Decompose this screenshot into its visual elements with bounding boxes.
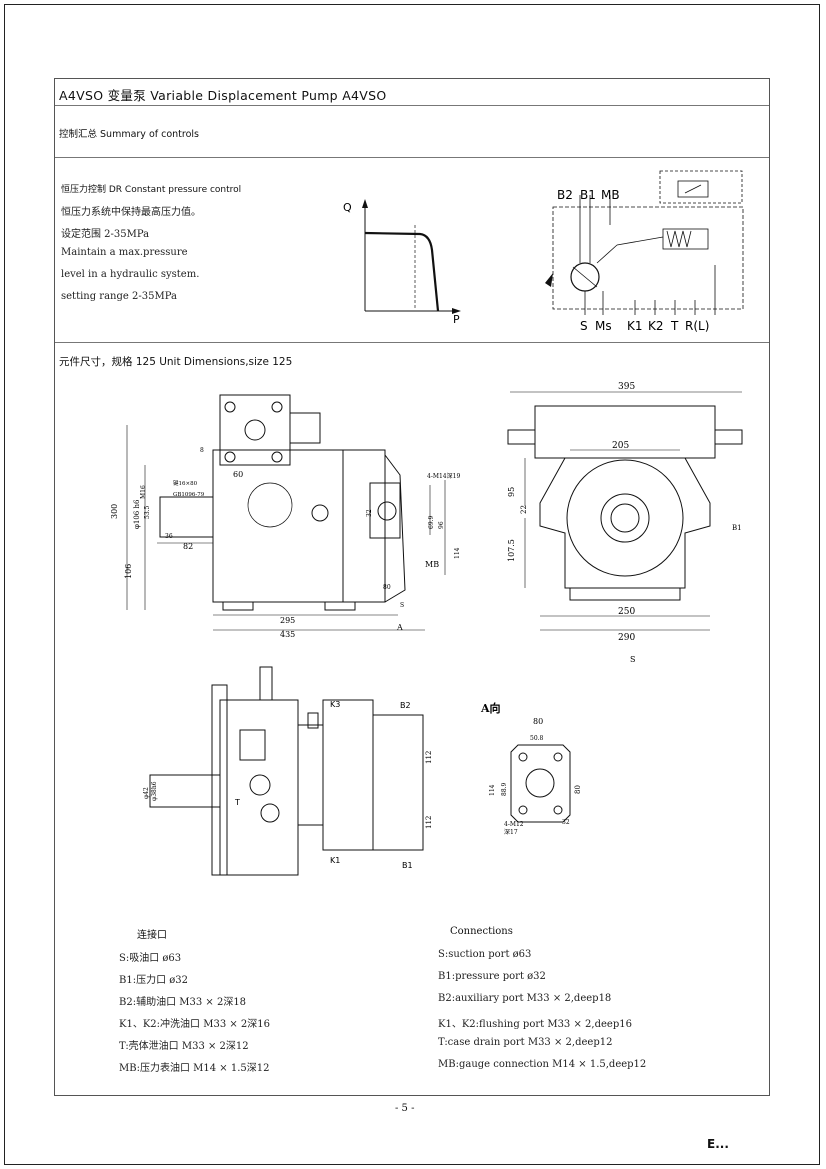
top-view-drawing: K3 B2 φ42 φ38h6 T K1 B1 112 112 [143,666,433,876]
connections-cn-title: 连接口 [137,930,167,941]
dim-label: 300 [110,504,119,519]
graph-y-label: Q [343,201,352,214]
dim-label: 36 [165,533,173,540]
connection-cn-item: MB:压力表油口 M14 × 1.5深12 [119,1063,270,1074]
dim-label: 32 [562,819,570,826]
dim-label: S [630,655,635,664]
section-subtitle: 控制汇总 Summary of controls [59,129,200,140]
connection-cn-item: B1:压力口 ø32 [119,975,189,986]
end-view-drawing: 395 205 95 22 107.5 B1 250 290 S [507,382,743,664]
page-number: - 5 - [395,1103,415,1114]
connection-cn-item: B2:辅助油口 M33 × 2深18 [119,997,247,1008]
dim-label: A [396,623,403,632]
dim-label: 50.8 [530,735,544,742]
dim-label: 112 [425,816,433,829]
dim-label: 96 [438,521,445,529]
dim-label: 88.9 [501,782,508,796]
dim-label: 80 [574,785,582,794]
dim-label: B1 [732,524,742,532]
corner-mark: E... [707,1137,729,1151]
connection-en-item: S:suction port ø63 [438,949,532,960]
dim-label: 22 [520,505,528,514]
dim-label: 4-M12 [504,821,524,828]
dim-label: 深17 [504,828,518,836]
dim-label: 290 [618,633,635,643]
dim-label: φ42 [143,787,150,799]
dimensions-title: 元件尺寸，规格 125 Unit Dimensions,size 125 [59,356,293,368]
schematic-port-label: K2 [648,319,664,333]
connection-en-item: B2:auxiliary port M33 × 2,deep18 [438,993,612,1004]
hydraulic-schematic: B2 B1 MB S Ms K1 K2 T R(L) [545,170,744,333]
dim-label: 395 [618,382,635,392]
dr-desc-line: level in a hydraulic system. [61,269,200,280]
dim-label: 205 [612,441,629,451]
page-border [4,4,820,1165]
graph-x-label: P [453,313,460,325]
dim-label: φ38h6 [151,781,158,801]
connection-en-item: K1、K2:flushing port M33 × 2,deep16 [438,1019,632,1030]
dim-label: 键16×80 [173,479,198,487]
dr-desc-line: setting range 2-35MPa [61,291,177,302]
dim-label: 250 [618,607,635,617]
dim-label: 60 [233,470,243,479]
dim-label: 8 [200,447,204,454]
dim-label: 114 [454,547,461,559]
dim-label: B2 [400,701,411,710]
flange-view-title: A向 [480,701,501,715]
schematic-port-label: K1 [627,319,643,333]
dim-label: K1 [330,856,340,865]
dim-label: 95 [507,487,516,497]
dr-desc-line: 设定范围 2-35MPa [61,229,150,240]
dr-desc-line: 恒压力系统中保持最高压力值。 [61,207,201,218]
connection-en-item: B1:pressure port ø32 [438,971,546,982]
connection-cn-item: T:壳体泄油口 M33 × 2深12 [119,1041,249,1052]
dr-desc-line: Maintain a max.pressure [61,247,188,258]
dim-label: 53.5 [144,505,151,519]
divider [55,157,769,158]
divider [55,342,769,343]
schematic-port-label: MB [601,188,620,202]
dim-label: GB1096-79 [173,492,205,498]
flange-view-drawing: A向 80 50.8 114 88.9 80 4-M12 深17 32 [480,701,582,836]
schematic-port-label: S [580,319,588,333]
dim-label: 32 [366,509,373,517]
dim-label: 435 [280,630,295,639]
dim-label: 69.9 [428,515,435,529]
dim-label: 80 [383,584,391,591]
divider [55,105,769,106]
connection-en-item: T:case drain port M33 × 2,deep12 [438,1037,613,1048]
connection-cn-item: K1、K2:冲洗油口 M33 × 2深16 [119,1019,271,1030]
dim-label: M16 [140,485,147,499]
dim-label: B1 [402,861,413,870]
page-title: A4VSO 变量泵 Variable Displacement Pump A4V… [59,88,387,103]
dim-label: 82 [183,542,193,551]
dim-label: K3 [330,700,340,709]
schematic-port-label: B1 [580,188,596,202]
side-view-drawing: 300 106 φ106 h6 M16 53.5 36 82 8 60 键16×… [110,394,461,639]
connection-en-item: MB:gauge connection M14 × 1.5,deep12 [438,1059,647,1070]
dim-label: 114 [489,784,496,796]
dim-label: 112 [425,751,433,764]
dim-label: φ106 h6 [133,499,141,529]
connection-cn-item: S:吸油口 ø63 [119,953,182,964]
dim-label: 80 [533,717,543,726]
qp-graph: Q P [343,199,461,325]
schematic-port-label: B2 [557,188,573,202]
dim-label: 295 [280,616,295,625]
dr-control-title: 恒压力控制 DR Constant pressure control [61,185,242,195]
dim-label: MB [425,560,439,569]
dim-label: T [234,798,240,807]
dim-label: 107.5 [507,539,516,562]
schematic-port-label: R(L) [685,319,709,333]
schematic-port-label: T [670,319,679,333]
dim-label: S [400,602,404,609]
content-frame [54,78,770,1096]
dim-label: 106 [124,564,133,579]
schematic-port-label: Ms [595,319,612,333]
connections-en-title: Connections [450,926,513,937]
dim-label: 4-M14深19 [427,472,460,480]
